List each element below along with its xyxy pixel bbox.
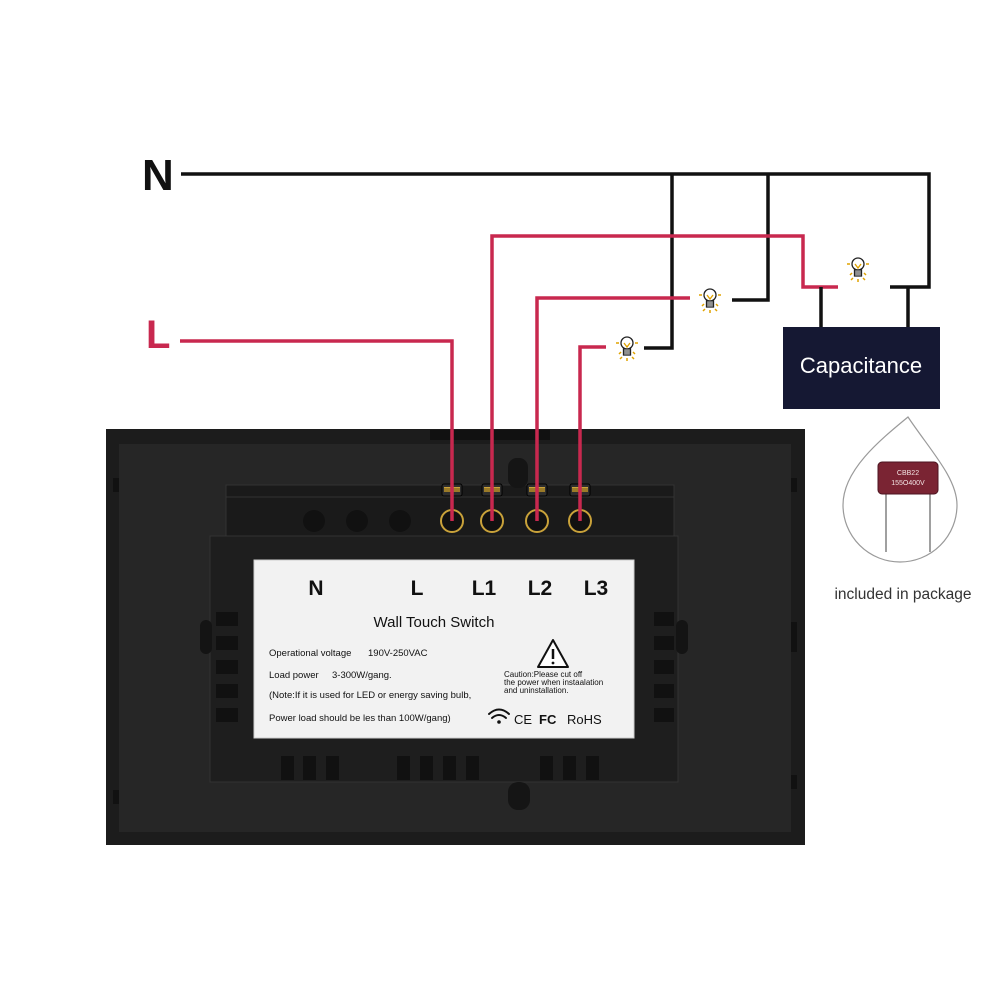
bottom-tab — [508, 782, 530, 810]
light-bulb-icon — [615, 336, 639, 362]
capacitor-marking-2: 155O400V — [891, 480, 925, 487]
note-line-1: (Note:If it is used for LED or energy sa… — [269, 690, 471, 701]
label-terminal-l2: L2 — [528, 577, 553, 600]
capacitor-component: CBB22 155O400V — [877, 461, 939, 552]
bottom-vents — [281, 756, 599, 780]
wire-l3 — [578, 345, 606, 521]
caution-line-3: and uninstallation. — [504, 686, 569, 695]
label-terminal-l1: L1 — [472, 577, 497, 600]
neutral-main-wire — [181, 172, 931, 289]
side-slot — [113, 478, 119, 492]
terminal-hole — [346, 510, 368, 532]
label-terminal-l3: L3 — [584, 577, 609, 600]
neutral-wires — [181, 172, 931, 350]
capacitance-label: Capacitance — [800, 353, 922, 378]
spec-voltage-value: 190V-250VAC — [368, 648, 428, 659]
neutral-label: N — [142, 151, 174, 200]
capacitor-callout: CBB22 155O400V — [842, 416, 958, 563]
side-slot — [791, 478, 797, 492]
note-line-2: Power load should be les than 100W/gang) — [269, 713, 451, 724]
spec-load-value: 3-300W/gang. — [332, 670, 392, 681]
side-slot — [791, 775, 797, 789]
capacitance-box: Capacitance — [783, 327, 940, 409]
label-terminal-l: L — [411, 577, 424, 600]
line-wires — [180, 234, 838, 521]
neutral-branch-l3 — [644, 174, 674, 350]
cert-fc: FC — [539, 712, 557, 727]
line-label: L — [146, 313, 170, 357]
capacitor-body — [877, 461, 939, 495]
spec-load-label: Load power — [269, 670, 319, 681]
wire-l2 — [535, 296, 690, 521]
spec-voltage-label: Operational voltage — [269, 648, 351, 659]
light-bulb-icon — [698, 288, 722, 314]
label-terminal-n: N — [308, 577, 323, 600]
side-slot — [791, 622, 797, 652]
terminal-hole — [389, 510, 411, 532]
caution-line-2: the power when instaalation — [504, 678, 603, 687]
package-note: included in package — [834, 586, 971, 603]
plate-title: Wall Touch Switch — [374, 614, 495, 631]
line-to-terminal-l — [180, 339, 454, 521]
top-notch — [430, 430, 550, 440]
neutral-branch-l2 — [732, 174, 770, 302]
label-plate: N L L1 L2 L3 Wall Touch Switch Operation… — [253, 559, 635, 739]
light-bulb-icon — [846, 257, 870, 283]
cert-ce: CE — [514, 712, 532, 727]
wire-l1 — [490, 234, 838, 521]
side-vents — [216, 612, 674, 722]
warning-triangle-icon — [537, 639, 569, 668]
capacitor-marking-1: CBB22 — [897, 470, 919, 477]
caution-line-1: Caution:Please cut off — [504, 670, 583, 679]
side-slot — [113, 790, 119, 804]
capacitance-box-bg — [783, 327, 940, 409]
label-plate-bg — [253, 559, 635, 739]
wifi-icon — [488, 708, 510, 724]
cert-rohs: RoHS — [567, 712, 602, 727]
top-tab — [508, 458, 528, 488]
terminal-hole — [303, 510, 325, 532]
